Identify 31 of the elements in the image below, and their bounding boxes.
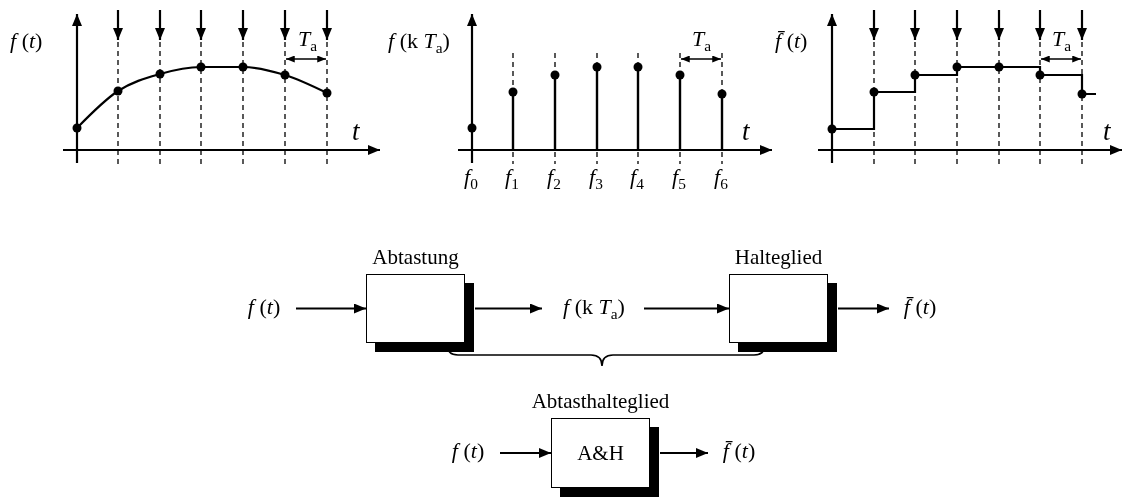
dimension-label: T$_{a}$ [1052, 28, 1072, 53]
signal-label: f̄ (t) [895, 292, 945, 322]
arrow [660, 448, 708, 458]
signal-label: f (k T$_{a}$) [548, 292, 640, 322]
sample-label: f$_{1}$ [505, 166, 519, 191]
math-label: f̄ (t) [775, 30, 808, 52]
arrow [838, 303, 889, 314]
signal-label: f (t) [440, 436, 496, 466]
axis-label: t [742, 118, 750, 145]
sample-label: f$_{6}$ [714, 166, 728, 191]
dimension-label: T$_{a}$ [298, 28, 318, 53]
sample-label: f$_{4}$ [630, 166, 644, 191]
block-label: A&H [577, 440, 624, 466]
dimension-label: T$_{a}$ [692, 28, 712, 53]
sample-label: f$_{2}$ [547, 166, 561, 191]
sample-label: f$_{0}$ [464, 166, 478, 191]
axis-label: t [352, 118, 360, 145]
arrow [296, 303, 366, 314]
sample-label: f$_{3}$ [589, 166, 603, 191]
signal-label: f (t) [236, 292, 292, 322]
arrow [475, 303, 542, 314]
arrow [644, 303, 729, 314]
block-heading: Abtastung [372, 245, 459, 269]
block-heading: Halteglied [734, 245, 823, 269]
sample-label: f$_{5}$ [672, 166, 686, 191]
axis-label: t [1103, 118, 1111, 145]
math-label: f (k T$_{a}$) [388, 30, 450, 55]
signal-label: f̄ (t) [714, 436, 764, 466]
arrow [500, 448, 551, 458]
block-heading: Abtasthalteglied [531, 389, 670, 413]
math-label: f (t) [10, 30, 43, 52]
